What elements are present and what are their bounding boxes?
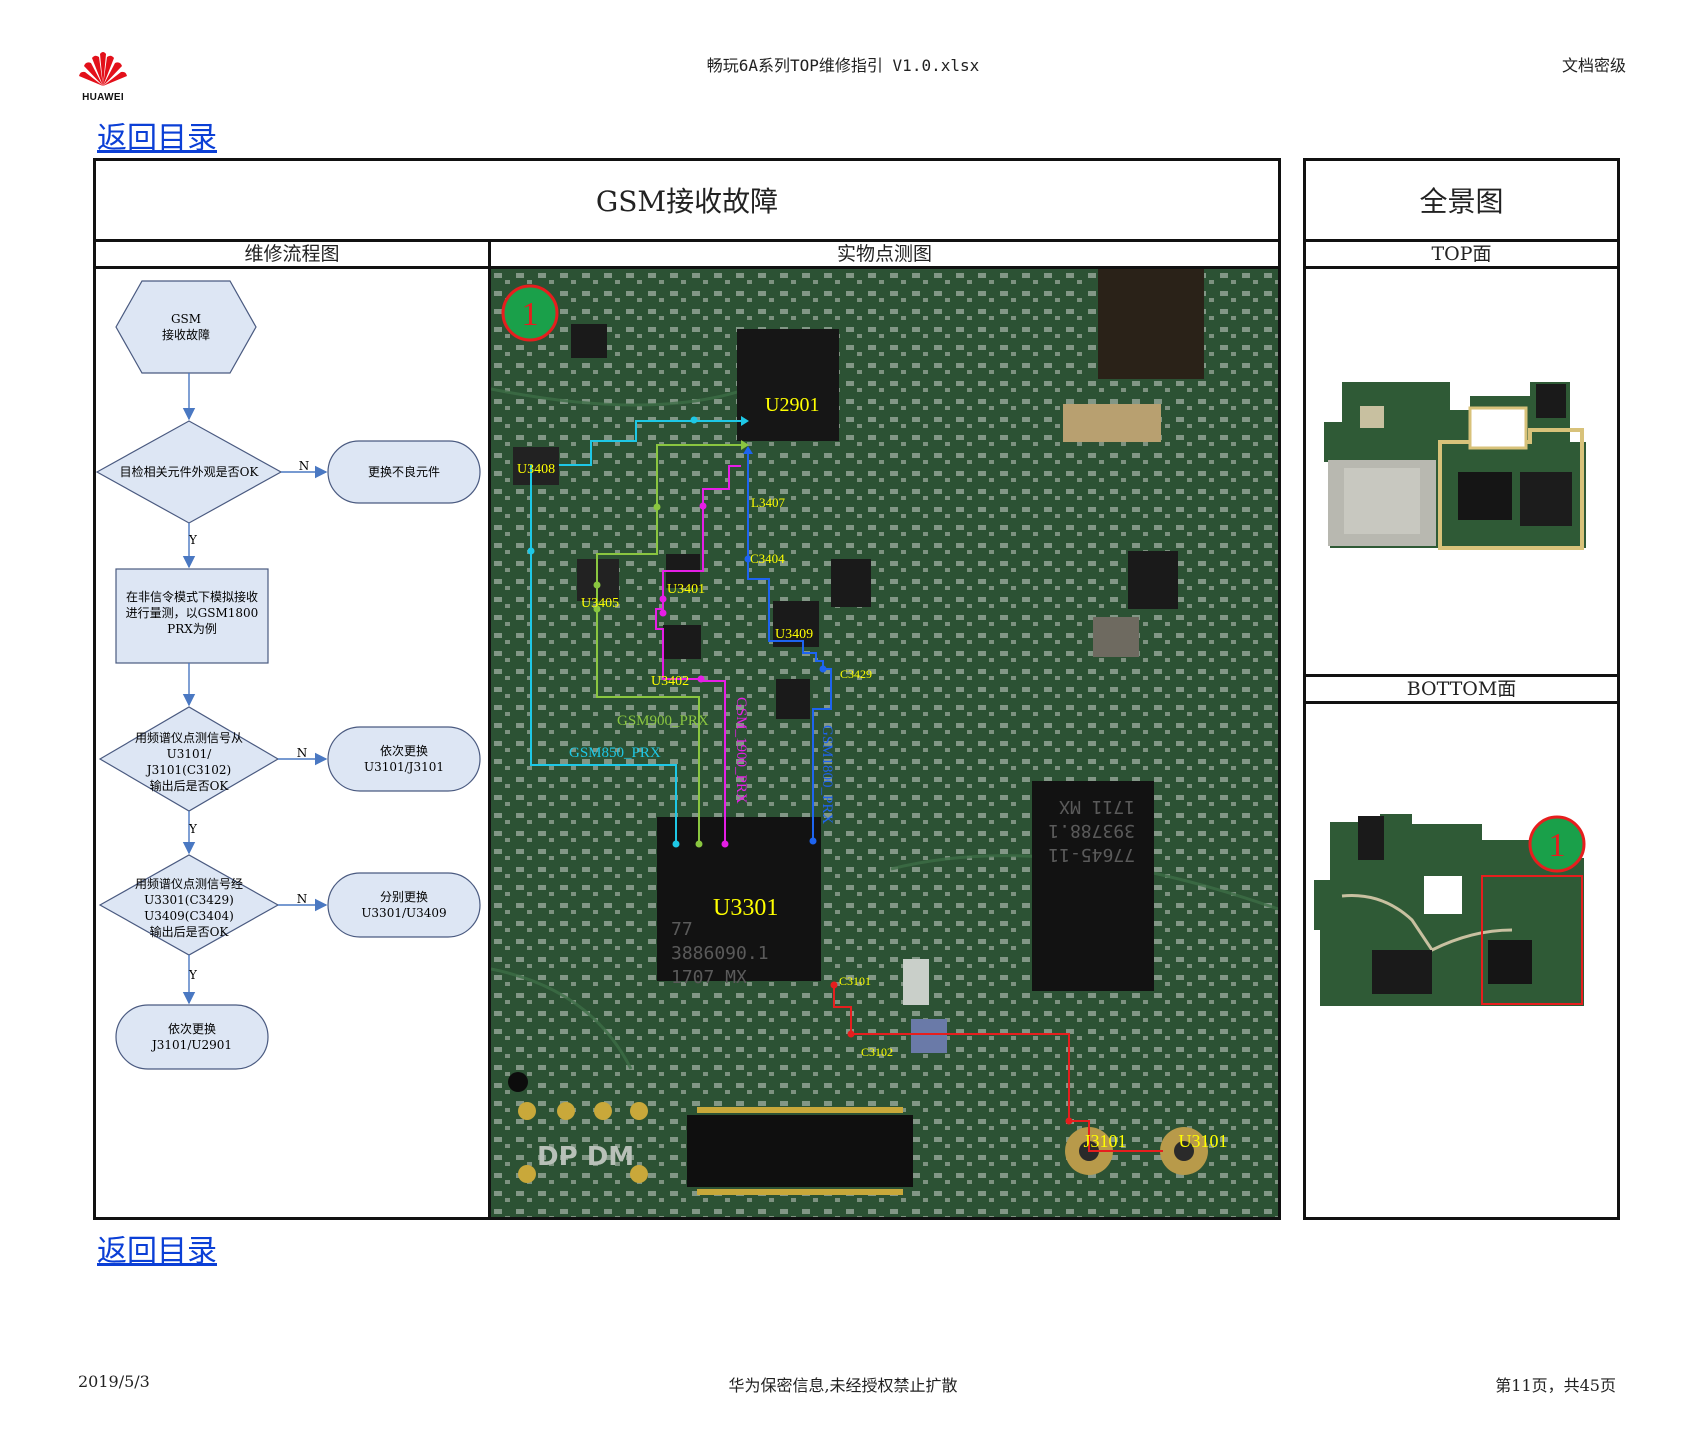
d3-label-4: 输出后是否OK [150,924,230,939]
footer-date: 2019/5/3 [78,1372,150,1391]
label-u3408: U3408 [517,462,555,477]
net-gsm850: GSM850_PRX [569,745,661,761]
chip-u3408 [513,447,559,485]
p1-label-2: 进行量测，以GSM1800 [126,606,259,620]
bottom-side-label: BOTTOM面 [1303,674,1620,704]
label-u3301: U3301 [713,895,778,921]
label-u2901: U2901 [765,394,819,416]
chip-u2901 [737,329,839,441]
net-gsm1900: GSM_1900_PRX [733,697,749,804]
p1-label-1: 在非信令模式下模拟接收 [126,589,258,604]
label-u3401: U3401 [667,582,705,597]
bottom-location-marker-label: 1 [1549,827,1566,864]
gsm1900-path [655,465,741,844]
d3-label-2: U3301(C3429) [144,893,234,907]
start-node [115,280,257,374]
gsm1800-path [747,454,832,841]
classification-label: 文档密级 [1561,56,1626,75]
result-replace-u3301-u3409 [327,872,481,938]
result-replace-bad-parts [327,440,481,504]
label-l3407: L3407 [751,495,785,510]
label-c3101: C3101 [839,974,871,988]
yes-label-2: Y [188,822,198,836]
brand-wordmark: HUAWEI [82,92,124,103]
huawei-logo: HUAWEI [76,48,130,104]
label-c3102: C3102 [861,1045,893,1059]
bottom-connector [687,1115,913,1187]
gsm900-path [596,559,700,844]
pcb-photo: 77 3886090.1 1707 MX 77645-11 393788.1 1… [491,269,1278,1217]
yes-label-1: Y [188,533,198,547]
end-label-2: J3101/U2901 [150,1038,232,1052]
dp-dm-silkscreen: DP DM [537,1142,634,1172]
chip-u3402 [663,625,701,659]
flow-header: 维修流程图 [93,239,491,269]
label-u3402: U3402 [651,674,689,689]
chip-u3301 [657,817,821,981]
label-c3429: C3429 [840,667,872,681]
p1-label-3: PRX为例 [167,622,217,636]
chip-big-transceiver [1032,781,1154,991]
footer-page-number: 第11页，共45页 [1495,1376,1616,1395]
r2-label-1: 依次更换 [380,743,428,758]
label-u3409: U3409 [775,627,813,642]
bottom-location-marker [1528,815,1586,873]
r3-label-1: 分别更换 [380,890,428,904]
label-u3101: U3101 [1179,1131,1228,1151]
rf-path [833,985,1163,1152]
section-title: GSM接收故障 [93,158,1281,242]
back-to-toc-link-bottom[interactable]: 返回目录 [97,1234,217,1269]
end-replace-j3101-u2901 [115,1004,269,1070]
result-replace-u3101-j3101 [327,726,481,792]
back-to-toc-link-top[interactable]: 返回目录 [97,121,217,156]
net-gsm1800: GSM1800_PRX [819,725,835,824]
r3-label-2: U3301/U3409 [361,906,446,920]
footer-confidential-notice: 华为保密信息,未经授权禁止扩散 [728,1376,958,1395]
top-side-label: TOP面 [1303,239,1620,269]
bottom-board-photo: 1 [1314,814,1586,1006]
panorama-title: 全景图 [1303,158,1620,242]
repair-flowchart: GSM 接收故障 目检相关元件外观是否OK 更换不良元件 在非信令模式下模拟接收… [96,280,481,1070]
yes-label-3: Y [188,968,198,982]
top-board-photo [1324,382,1586,550]
label-u3405: U3405 [581,596,619,611]
big-mark-3: 1711 MX [1059,796,1135,817]
d2-label-2: U3101/ [167,747,213,761]
location-marker-1 [501,284,559,342]
u3301-mark-3: 1707 MX [671,967,747,988]
process-simulate-receive [115,568,269,664]
u3301-mark-1: 77 [671,919,693,940]
d3-label-1: 用频谱仪点测信号经 [135,877,243,891]
net-gsm900: GSM900_PRX [617,713,709,729]
location-marker-1-label: 1 [522,296,539,333]
highlight-region [1481,875,1583,1005]
r2-label-2: U3101/J3101 [364,760,444,774]
label-c3404: C3404 [750,551,785,566]
big-mark-1: 77645-11 [1048,844,1135,865]
r1-label: 更换不良元件 [368,464,440,479]
no-label-2: N [297,746,308,760]
d1-label: 目检相关元件外观是否OK [120,464,260,479]
photo-header: 实物点测图 [488,239,1281,269]
d3-label-3: U3409(C3404) [144,909,234,923]
document-title: 畅玩6A系列TOP维修指引 V1.0.xlsx [706,56,980,75]
no-label-3: N [297,892,308,906]
huawei-logo-icon [79,52,127,86]
d2-label-4: 输出后是否OK [150,778,230,793]
u3301-mark-2: 3886090.1 [671,943,769,964]
start-label-1: GSM [171,312,201,326]
label-j3101: J3101 [1083,1131,1126,1151]
d2-label-3: J3101(C3102) [145,763,231,777]
end-label-1: 依次更换 [168,1021,216,1036]
start-label-2: 接收故障 [162,327,210,342]
big-mark-2: 393788.1 [1048,820,1135,841]
gsm850-path [530,465,677,844]
chip-u3409 [773,601,819,647]
no-label-1: N [299,459,310,473]
d2-label-1: 用频谱仪点测信号从 [135,731,243,745]
